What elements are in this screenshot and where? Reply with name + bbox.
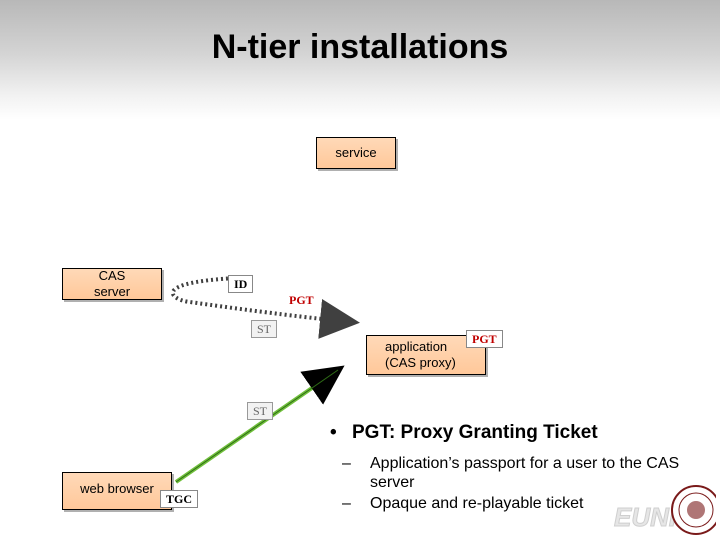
pgt-dotted-arrow	[170, 276, 360, 339]
sub-bullet-text: Application’s passport for a user to the…	[370, 455, 680, 491]
sub-bullet-marker: –	[342, 455, 351, 472]
cas-label-line1: CAS	[98, 268, 126, 283]
app-label-line2: (CAS proxy)	[385, 355, 456, 370]
sub-bullet-marker: –	[342, 495, 351, 512]
bullet-marker: •	[330, 422, 337, 443]
bullet-main: • PGT: Proxy Granting Ticket	[330, 422, 715, 444]
sub-bullet-text: Opaque and re-playable ticket	[370, 495, 584, 512]
bullet-main-text: PGT: Proxy Granting Ticket	[352, 422, 598, 443]
sub-bullet: – Application’s passport for a user to th…	[342, 454, 715, 492]
eunis-logo: EUNIS	[614, 485, 716, 535]
ticket-st-upper: ST	[251, 320, 278, 338]
browser-label: web browser	[80, 481, 154, 496]
service-label: service	[335, 145, 377, 160]
web-browser-node: web browser	[62, 472, 172, 510]
bullet-list: • PGT: Proxy Granting Ticket – Application…	[330, 422, 715, 513]
cas-server-node: CAS server	[62, 268, 162, 300]
ticket-tgc: TGC	[160, 490, 199, 508]
ticket-st-lower: ST	[247, 402, 274, 420]
app-label-line1: application	[385, 339, 448, 354]
title-band	[0, 0, 720, 120]
ticket-id: ID	[228, 275, 254, 293]
slide-title: N-tier installations	[211, 28, 509, 66]
sub-bullet: – Opaque and re-playable ticket	[342, 494, 715, 513]
ticket-pgt-app: PGT	[466, 330, 503, 348]
ticket-pgt-arrow: PGT	[284, 292, 319, 308]
application-node: application (CAS proxy)	[366, 335, 486, 375]
cas-label-line2: server	[93, 284, 131, 299]
service-node: service	[316, 137, 396, 169]
